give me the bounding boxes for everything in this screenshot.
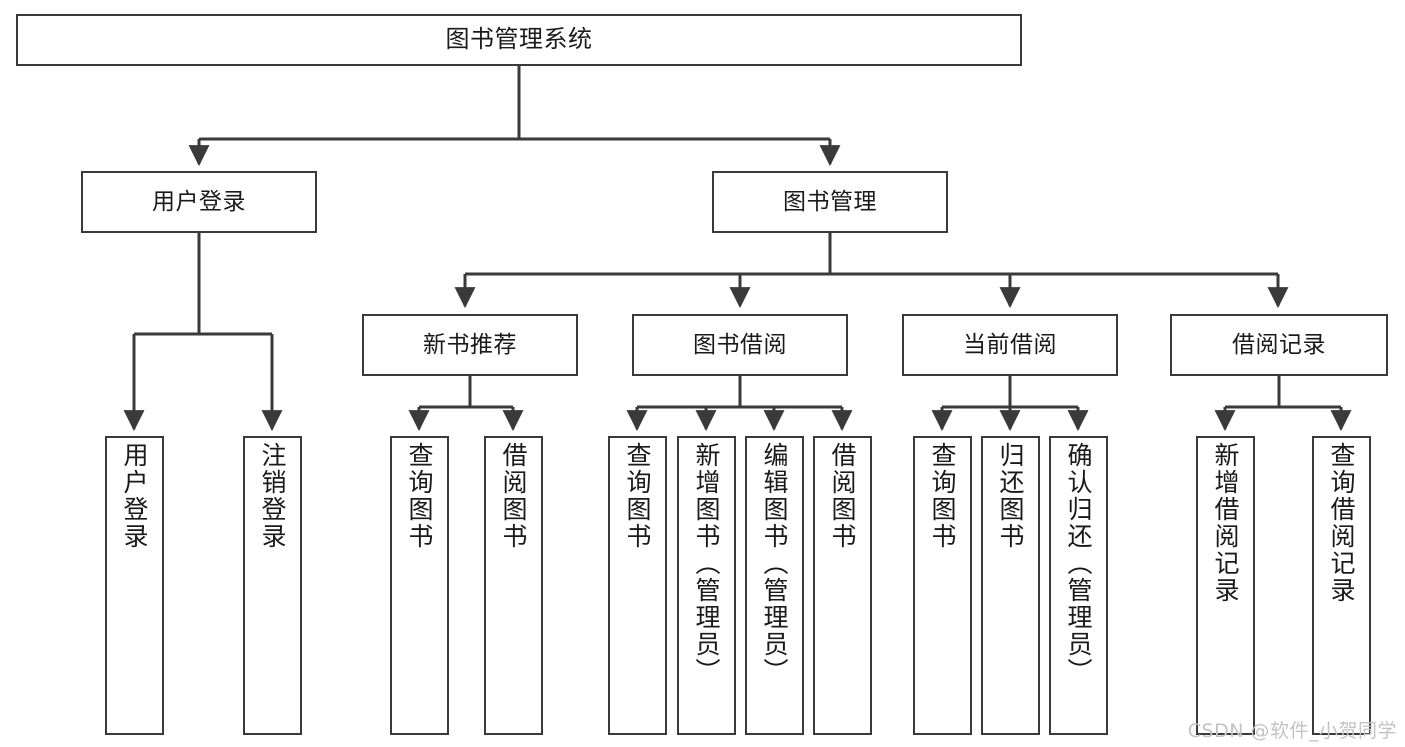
node-book-management[interactable]: 图书管理	[712, 171, 948, 233]
leaf-query-book-current-label: 查询图书	[928, 442, 957, 550]
node-user-login-label: 用户登录	[152, 188, 246, 215]
node-user-login[interactable]: 用户登录	[81, 171, 317, 233]
leaf-borrow-book-newbook[interactable]: 借阅图书	[484, 436, 543, 735]
node-borrow-record-label: 借阅记录	[1232, 331, 1326, 358]
leaf-edit-book-admin-label: 编辑图书（管理员）	[760, 442, 789, 685]
leaf-user-login-label: 用户登录	[120, 442, 149, 550]
leaf-add-borrow-record[interactable]: 新增借阅记录	[1196, 436, 1255, 735]
node-root[interactable]: 图书管理系统	[16, 14, 1022, 66]
leaf-query-book-borrow[interactable]: 查询图书	[608, 436, 667, 735]
node-root-label: 图书管理系统	[445, 25, 593, 54]
node-new-book-recommend-label: 新书推荐	[423, 331, 517, 358]
node-current-borrow[interactable]: 当前借阅	[902, 314, 1118, 376]
watermark: CSDN @软件_小贺同学	[1187, 720, 1397, 742]
node-book-borrow[interactable]: 图书借阅	[632, 314, 848, 376]
leaf-logout-label: 注销登录	[258, 442, 287, 550]
leaf-borrow-book-newbook-label: 借阅图书	[499, 442, 528, 550]
leaf-query-book-newbook-label: 查询图书	[405, 442, 434, 550]
leaf-query-book-newbook[interactable]: 查询图书	[390, 436, 449, 735]
leaf-query-borrow-record-label: 查询借阅记录	[1327, 442, 1356, 604]
leaf-query-book-current[interactable]: 查询图书	[913, 436, 972, 735]
leaf-confirm-return-admin[interactable]: 确认归还（管理员）	[1049, 436, 1108, 735]
node-current-borrow-label: 当前借阅	[963, 331, 1057, 358]
node-new-book-recommend[interactable]: 新书推荐	[362, 314, 578, 376]
leaf-logout[interactable]: 注销登录	[243, 436, 302, 735]
leaf-query-book-borrow-label: 查询图书	[623, 442, 652, 550]
leaf-return-book[interactable]: 归还图书	[981, 436, 1040, 735]
leaf-add-borrow-record-label: 新增借阅记录	[1211, 442, 1240, 604]
leaf-add-book-admin-label: 新增图书（管理员）	[692, 442, 721, 685]
leaf-add-book-admin[interactable]: 新增图书（管理员）	[677, 436, 736, 735]
leaf-edit-book-admin[interactable]: 编辑图书（管理员）	[745, 436, 804, 735]
node-book-management-label: 图书管理	[783, 188, 877, 215]
node-borrow-record[interactable]: 借阅记录	[1170, 314, 1388, 376]
leaf-borrow-book-label: 借阅图书	[828, 442, 857, 550]
leaf-return-book-label: 归还图书	[996, 442, 1025, 550]
leaf-borrow-book[interactable]: 借阅图书	[813, 436, 872, 735]
node-book-borrow-label: 图书借阅	[693, 331, 787, 358]
leaf-user-login[interactable]: 用户登录	[105, 436, 164, 735]
leaf-confirm-return-admin-label: 确认归还（管理员）	[1064, 442, 1093, 685]
leaf-query-borrow-record[interactable]: 查询借阅记录	[1312, 436, 1371, 735]
